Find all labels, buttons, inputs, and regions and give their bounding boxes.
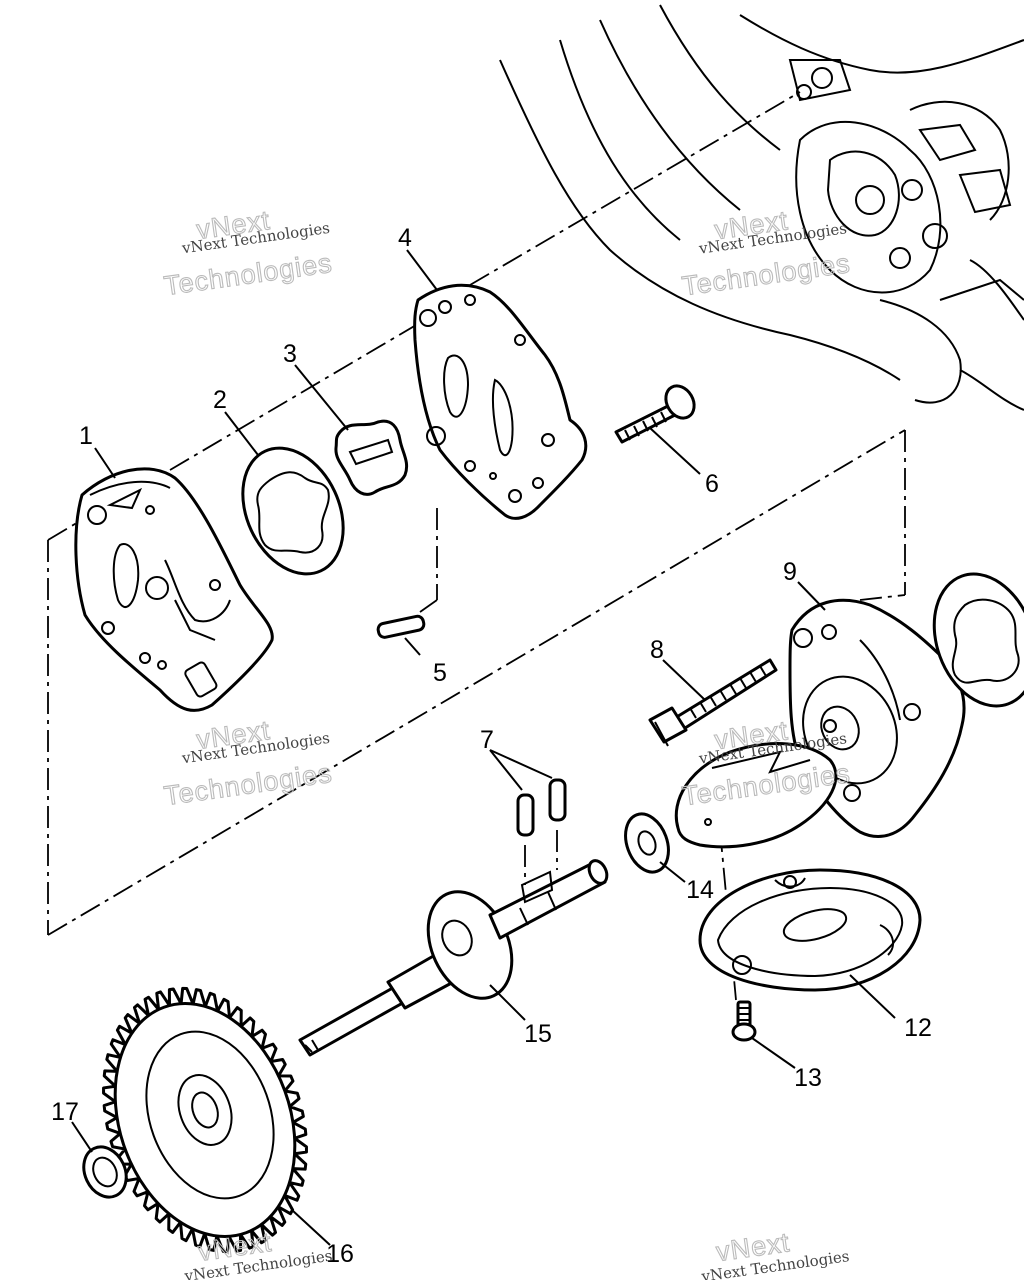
callout-16: 16	[326, 1240, 354, 1268]
assembly-centerlines	[47, 91, 906, 1001]
callout-1: 1	[79, 422, 93, 450]
callout-17: 17	[51, 1098, 79, 1126]
callout-8: 8	[650, 636, 664, 664]
callout-labels: 1 2 3 4 5 6 7 8 9 12 13 14 15 16 17	[51, 224, 932, 1268]
drive-pins-part-7	[516, 778, 567, 837]
pump-body-part-1	[74, 467, 274, 712]
callout-12: 12	[904, 1014, 932, 1042]
drive-gear-part-16	[102, 986, 308, 1254]
callout-2: 2	[213, 386, 227, 414]
watermark-mid-left: vNext vNext Technologies Technologies	[162, 715, 335, 812]
oil-strainer-screen	[674, 742, 838, 849]
watermark-top-left: vNext vNext Technologies Technologies	[162, 205, 335, 302]
small-screw-part-13	[731, 1000, 757, 1042]
outer-rotor-part-2	[241, 446, 345, 576]
long-bolt-part-8	[648, 658, 778, 747]
callout-14: 14	[686, 876, 714, 904]
callout-6: 6	[705, 470, 719, 498]
callout-9: 9	[783, 558, 797, 586]
callout-4: 4	[398, 224, 412, 252]
engine-case	[499, 4, 1024, 411]
circlip-part-17	[82, 1145, 128, 1199]
callout-15: 15	[524, 1020, 552, 1048]
pump-plate-part-4	[413, 283, 588, 520]
callout-7: 7	[480, 726, 494, 754]
watermark-top-right: vNext vNext Technologies Technologies	[680, 205, 853, 302]
callout-3: 3	[283, 340, 297, 368]
pump-shaft-part-15	[298, 859, 609, 1057]
outer-rotor-cover-side	[932, 572, 1024, 708]
watermark-bottom-right: vNext vNext Technologies	[699, 1227, 850, 1280]
inner-rotor-part-3	[334, 419, 409, 496]
dowel-pin-part-5	[376, 614, 426, 639]
screw-part-6	[614, 384, 696, 444]
callout-13: 13	[794, 1064, 822, 1092]
leader-lines	[71, 249, 896, 1246]
callout-5: 5	[433, 659, 447, 687]
strainer-cover-part-12	[698, 868, 922, 992]
washer-part-14	[624, 812, 670, 874]
